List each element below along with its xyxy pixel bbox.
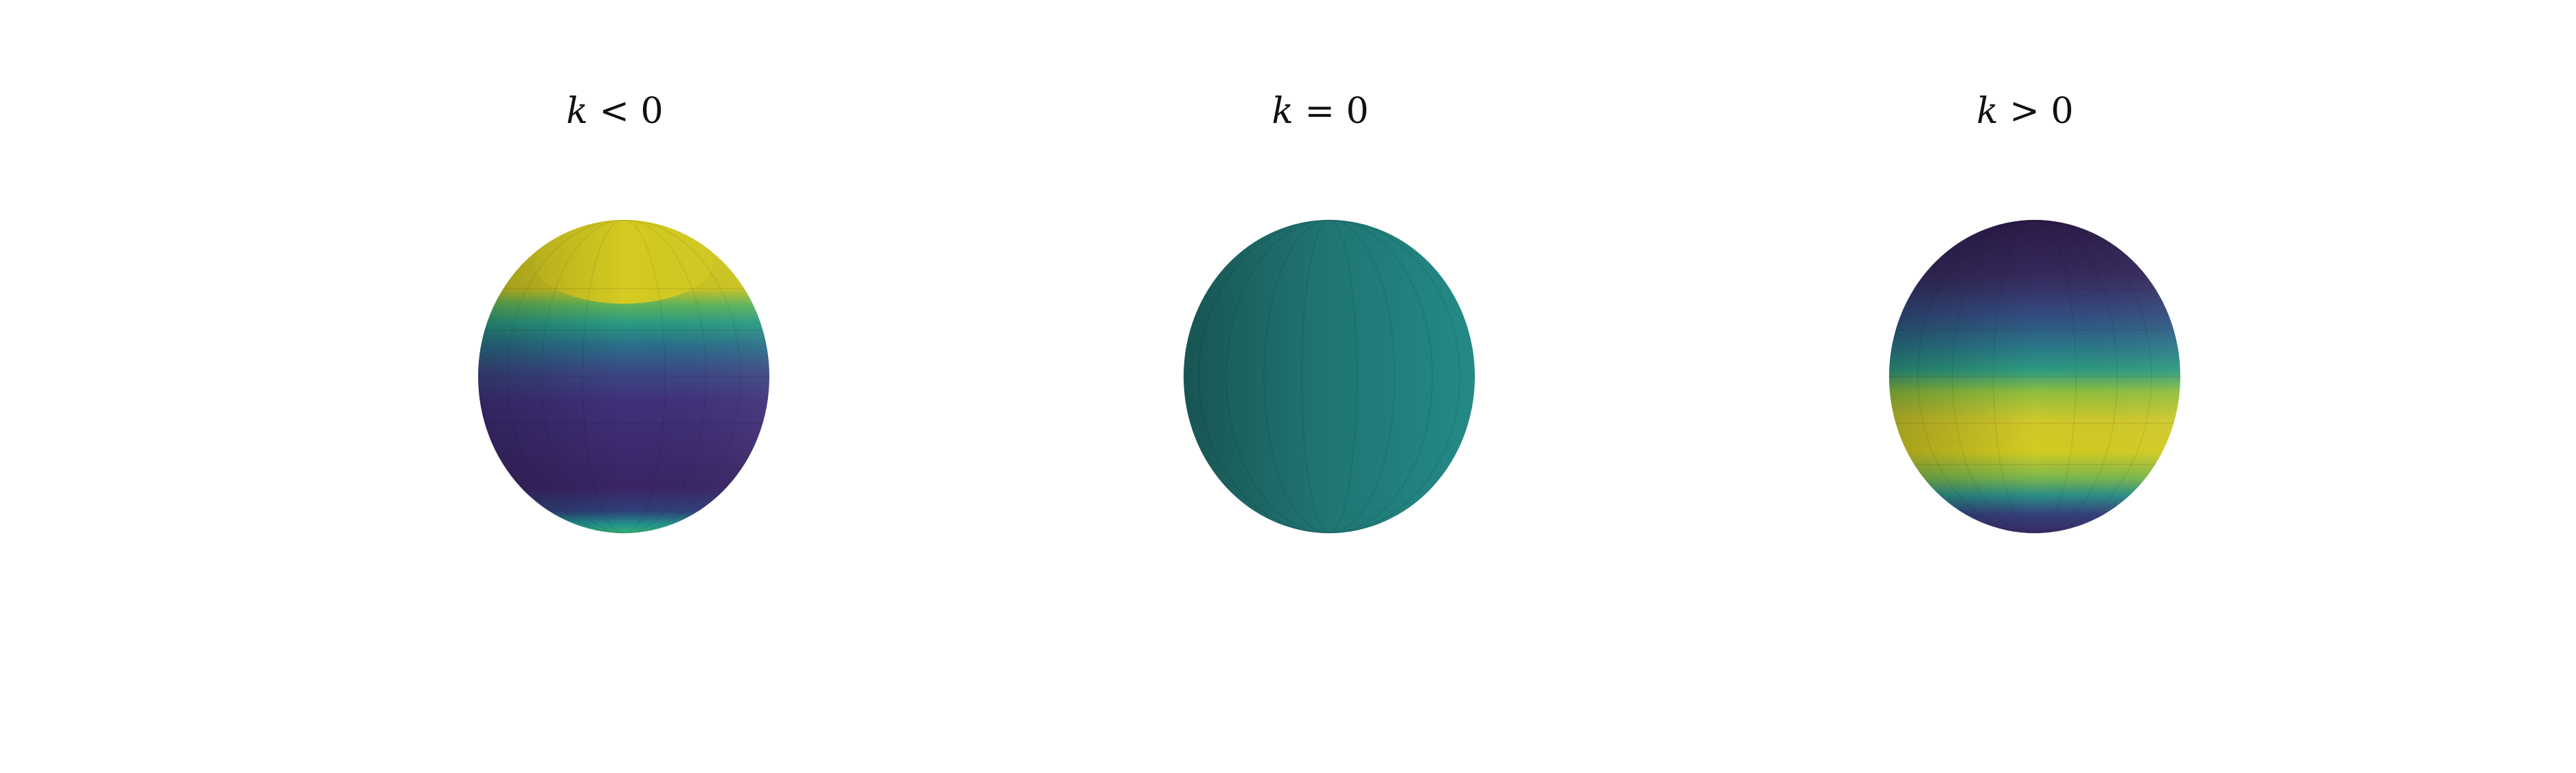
lighting-overlay	[1889, 220, 2180, 533]
sphere-k-positive	[1889, 220, 2180, 533]
sphere-body	[1184, 220, 1475, 533]
mesh-lines	[1889, 220, 2180, 533]
title-variable: k	[566, 91, 588, 132]
lighting-overlay	[478, 220, 769, 533]
title-value: 0	[2050, 91, 2074, 132]
sphere-k-negative	[478, 220, 769, 533]
title-variable: k	[1976, 91, 1998, 132]
title-variable: k	[1272, 91, 1293, 132]
panel-title-k-zero: k = 0	[1183, 91, 1458, 132]
title-value: 0	[640, 91, 664, 132]
title-value: 0	[1346, 91, 1369, 132]
mesh-lines	[1198, 220, 1460, 533]
mesh-lines	[478, 220, 769, 533]
panel-title-k-positive: k > 0	[1888, 91, 2162, 132]
title-relation: <	[599, 91, 629, 132]
panel-title-k-negative: k < 0	[477, 91, 752, 132]
title-relation: >	[2009, 91, 2040, 132]
title-relation: =	[1304, 91, 1335, 132]
sphere-k-zero	[1184, 220, 1475, 533]
